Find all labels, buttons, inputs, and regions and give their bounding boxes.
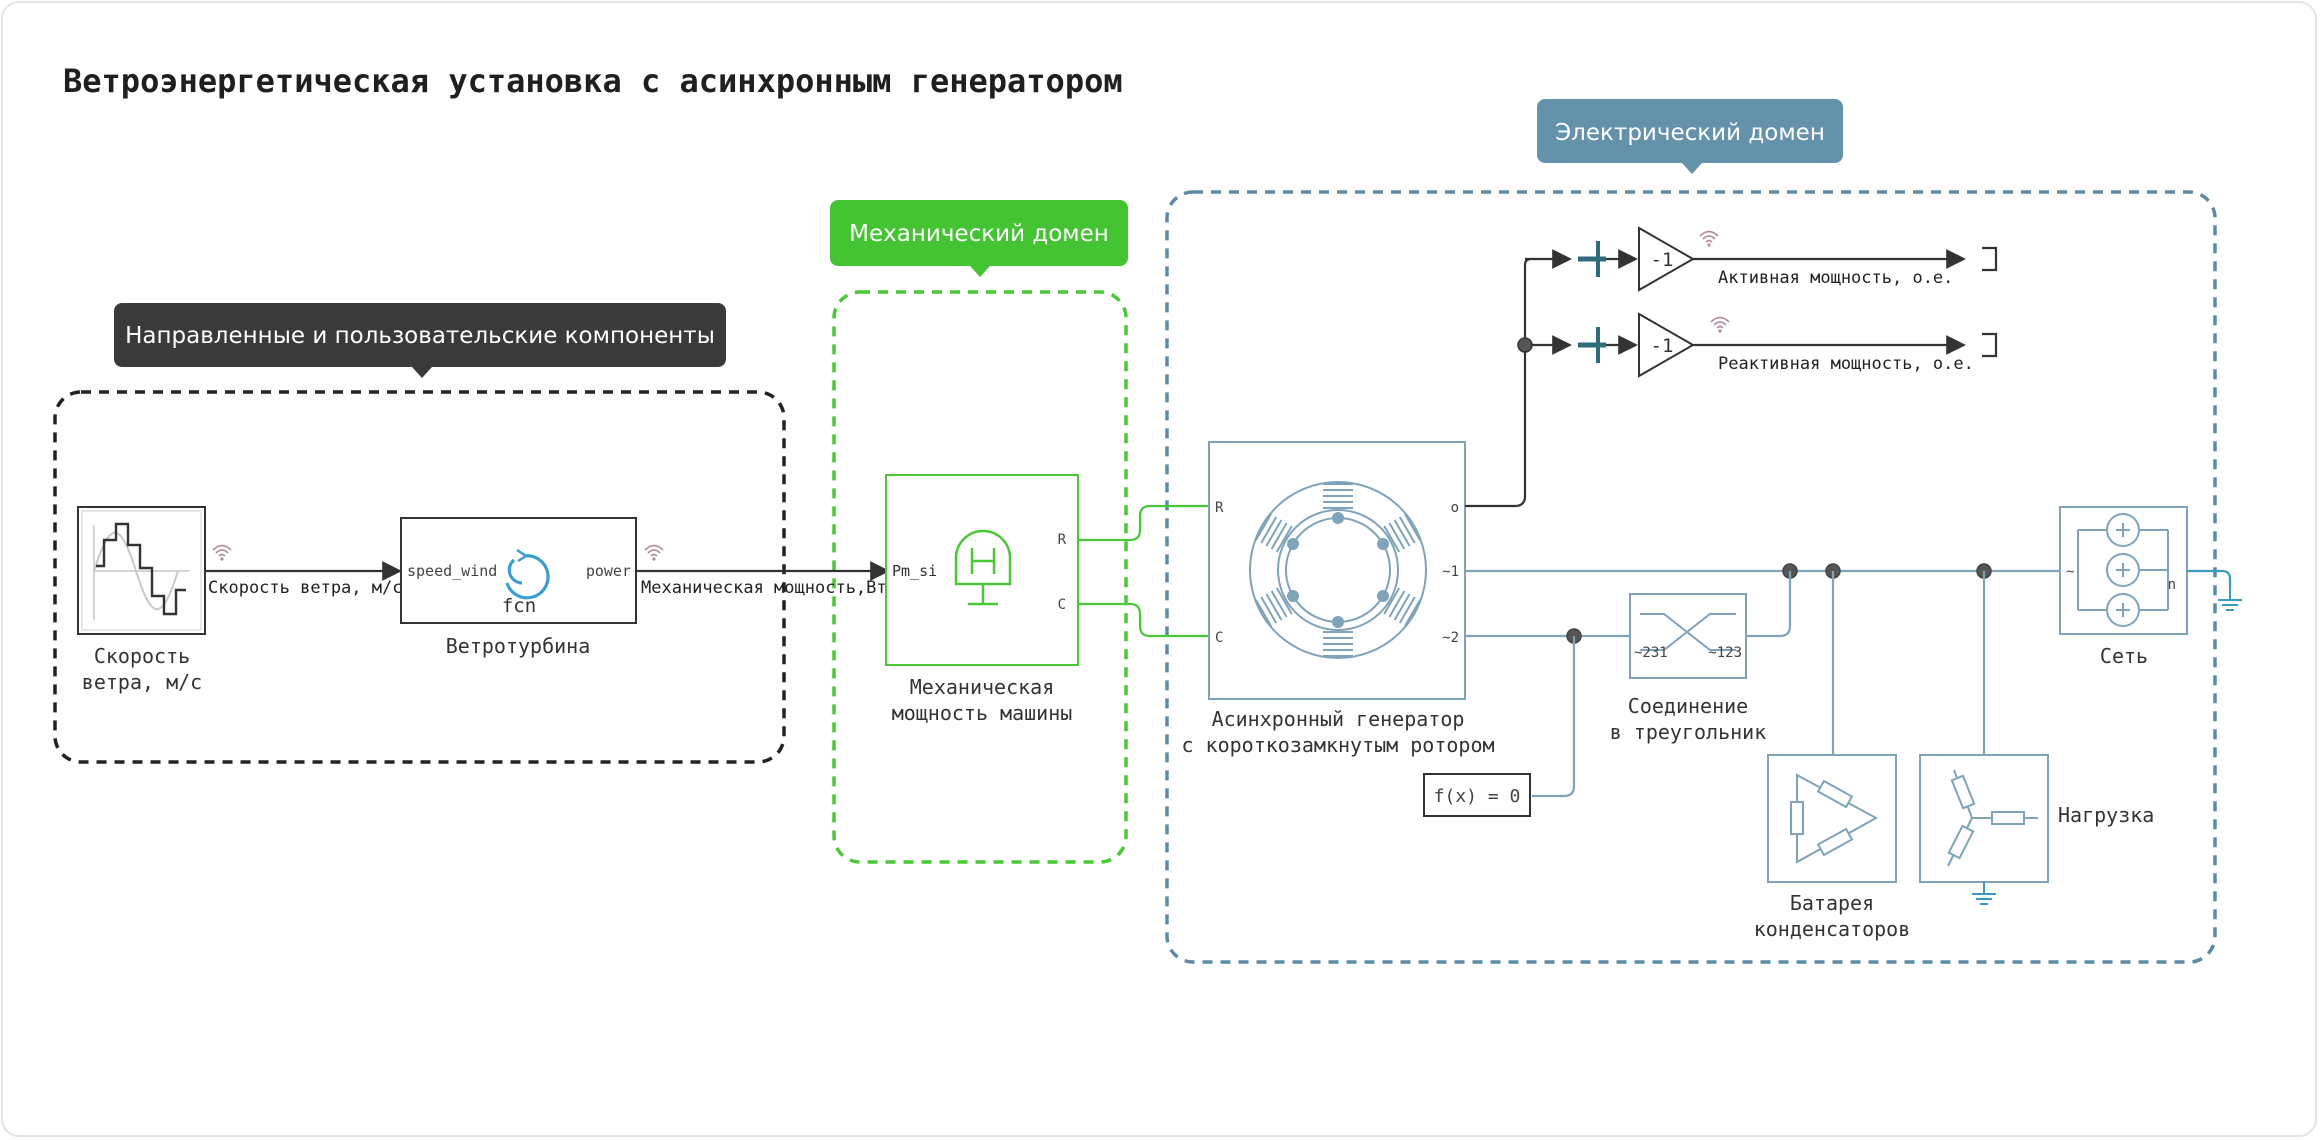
wind-speed-signal-label: Скорость ветра, м/с [208,578,402,598]
electrical-domain-label: Электрический домен [1555,120,1825,146]
wind-speed-source-label-1: Скорость [94,644,190,668]
gen-port-o: o [1451,500,1459,516]
wind-speed-source-block[interactable] [77,506,206,635]
mechanical-domain-bubble[interactable]: Механический домен [830,200,1128,277]
reactive-power-signal-icon [1710,316,1730,334]
delta-label-2: в треугольник [1610,720,1767,744]
directed-domain-group: Направленные и пользовательские компонен… [53,303,786,764]
capacitor-label-2: конденсаторов [1754,917,1911,941]
mech-power-signal-label: Механическая мощность,Вт [641,578,887,598]
mech-connection-c[interactable] [1078,602,1210,638]
grid-ground-icon [2217,587,2243,611]
grid-port-in: ~ [2066,564,2074,580]
mechanical-domain-label: Механический домен [849,221,1109,247]
delta-port-123: ~123 [1708,645,1742,661]
reactive-power-label: Реактивная мощность, о.е. [1718,354,1974,374]
load-ground-icon [1971,881,1997,905]
mech-port-pm-si: Pm_si [892,562,937,580]
turbine-port-speed-wind: speed_wind [407,562,497,580]
delta-connection-block[interactable]: ~231 ~123 [1629,593,1747,679]
grid-neutral-wire[interactable] [2187,569,2232,590]
active-gain-value: -1 [1651,249,1674,271]
delta-bus-wire[interactable] [1746,571,1792,638]
gen-port-1: ~1 [1442,564,1459,580]
electrical-domain-bubble[interactable]: Электрический домен [1537,99,1843,174]
active-demux-pin [1578,241,1606,277]
wind-speed-source-label-2: ветра, м/с [82,670,202,694]
electrical-domain-group: Электрический домен [1165,99,2217,964]
turbine-port-power: power [586,562,631,580]
fcn-logo-icon [505,548,550,600]
reactive-gain-block[interactable]: -1 [1638,312,1696,378]
directed-domain-bubble[interactable]: Направленные и пользовательские компонен… [114,303,726,378]
mechanical-domain-group: Механический домен [830,200,1128,864]
active-power-label: Активная мощность, о.е. [1718,268,1953,288]
reactive-gain-value: -1 [1651,335,1674,357]
mech-power-signal-icon [644,544,664,562]
turbine-fcn-text: fcn [502,595,536,617]
mech-port-c: C [1058,597,1066,613]
capacitor-label-1: Батарея [1790,891,1874,915]
generator-label-1: Асинхронный генератор [1212,707,1465,731]
wind-turbine-block[interactable]: speed_wind power fcn [400,517,637,624]
directed-domain-label: Направленные и пользовательские компонен… [125,323,715,349]
grid-source-block[interactable]: ~ n [2059,506,2188,635]
mech-power-label-2: мощность машины [892,701,1073,725]
power-branch-junction [1517,337,1533,353]
active-power-signal-icon [1699,230,1719,248]
active-gain-block[interactable]: -1 [1638,226,1696,292]
reactive-power-terminator-icon [1982,332,1998,358]
mech-power-label-1: Механическая [910,675,1055,699]
load-label: Нагрузка [2058,803,2154,827]
page-title: Ветроэнергетическая установка с асинхрон… [63,62,1123,100]
load-block[interactable] [1919,754,2049,883]
grid-port-n: n [2168,577,2176,593]
mech-connection-r[interactable] [1078,504,1210,542]
gen-port-r: R [1215,500,1224,516]
reactive-demux-pin [1578,327,1606,363]
generator-label-2: с короткозамкнутым ротором [1181,733,1494,757]
power-source-icon [954,529,1012,606]
gen-port-2: ~2 [1442,630,1459,646]
delta-label-1: Соединение [1628,694,1748,718]
mech-port-r: R [1058,532,1067,548]
induction-generator-block[interactable]: R C o ~1 ~2 [1208,441,1466,700]
wind-turbine-label: Ветротурбина [446,634,591,658]
wind-speed-signal-icon [212,544,232,562]
delta-port-231: ~231 [1634,645,1668,661]
power-measure-wire[interactable] [1465,257,1532,508]
induction-machine-icon [1249,481,1427,659]
gen-port-c: C [1215,630,1223,646]
constant-block[interactable]: f(x) = 0 [1423,773,1531,817]
capacitor-bank-block[interactable] [1767,754,1897,883]
mechanical-power-block[interactable]: Pm_si R C [885,474,1079,666]
constant-text: f(x) = 0 [1434,786,1521,807]
constant-wire[interactable] [1532,636,1576,798]
active-power-terminator-icon [1982,246,1998,272]
grid-label: Сеть [2100,644,2148,668]
